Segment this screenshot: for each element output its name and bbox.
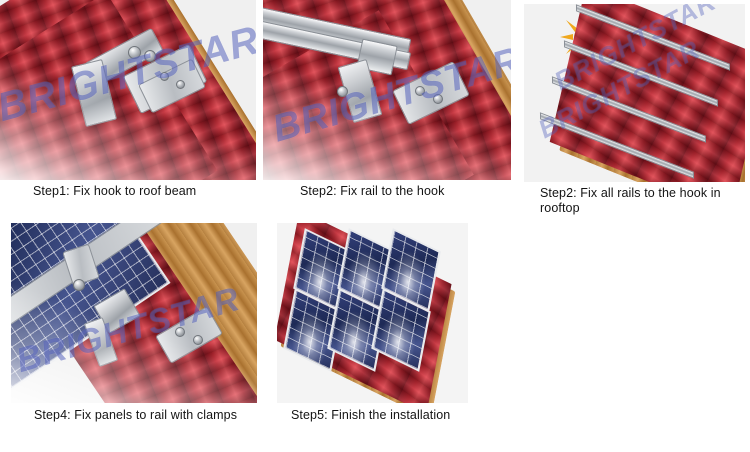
photo-step-2: BRIGHTSTAR [263, 0, 511, 180]
hook-bolt-2 [193, 335, 203, 345]
hook-bolt-2 [433, 94, 443, 104]
photo-step-5 [277, 223, 468, 403]
illustration-finished-array [277, 223, 468, 403]
photo-step-3: BRIGHTSTAR BRIGHTSTAR [524, 4, 745, 182]
illustration-hook-on-beam: BRIGHTSTAR [0, 0, 256, 180]
hook-bolt-1 [415, 86, 425, 96]
illustration-rail-on-hook: BRIGHTSTAR [263, 0, 511, 180]
figure-step-5: Step5: Finish the installation [277, 223, 468, 422]
hook-bolt-2 [144, 50, 156, 62]
caption-step-4: Step4: Fix panels to rail with clamps [34, 408, 238, 422]
caption-step-2: Step2: Fix rail to the hook [300, 184, 445, 198]
photo-step-4: BRIGHTSTAR [11, 223, 257, 403]
illustration-panel-clamp: BRIGHTSTAR [11, 223, 257, 403]
figure-step-3: BRIGHTSTAR BRIGHTSTAR Step2: Fix all rai… [524, 4, 745, 215]
figure-step-4: BRIGHTSTAR Step4: Fix panels to rail wit… [11, 223, 257, 422]
photo-step-1: BRIGHTSTAR [0, 0, 256, 180]
hook-bolt-3 [160, 72, 169, 81]
caption-step-1: Step1: Fix hook to roof beam [33, 184, 197, 198]
caption-step-5: Step5: Finish the installation [291, 408, 451, 422]
hook-bolt-1 [175, 327, 185, 337]
caption-step-3: Step2: Fix all rails to the hook in roof… [540, 186, 721, 215]
figure-step-2: BRIGHTSTAR Step2: Fix rail to the hook [263, 0, 511, 198]
illustration-full-roof-rails: BRIGHTSTAR BRIGHTSTAR [524, 4, 745, 182]
hook-bolt-4 [176, 80, 185, 89]
clamp-bolt [73, 279, 85, 291]
hook-bolt-1 [128, 46, 141, 59]
rail-bolt-1 [337, 86, 348, 97]
figure-step-1: BRIGHTSTAR Step1: Fix hook to roof beam [0, 0, 256, 198]
